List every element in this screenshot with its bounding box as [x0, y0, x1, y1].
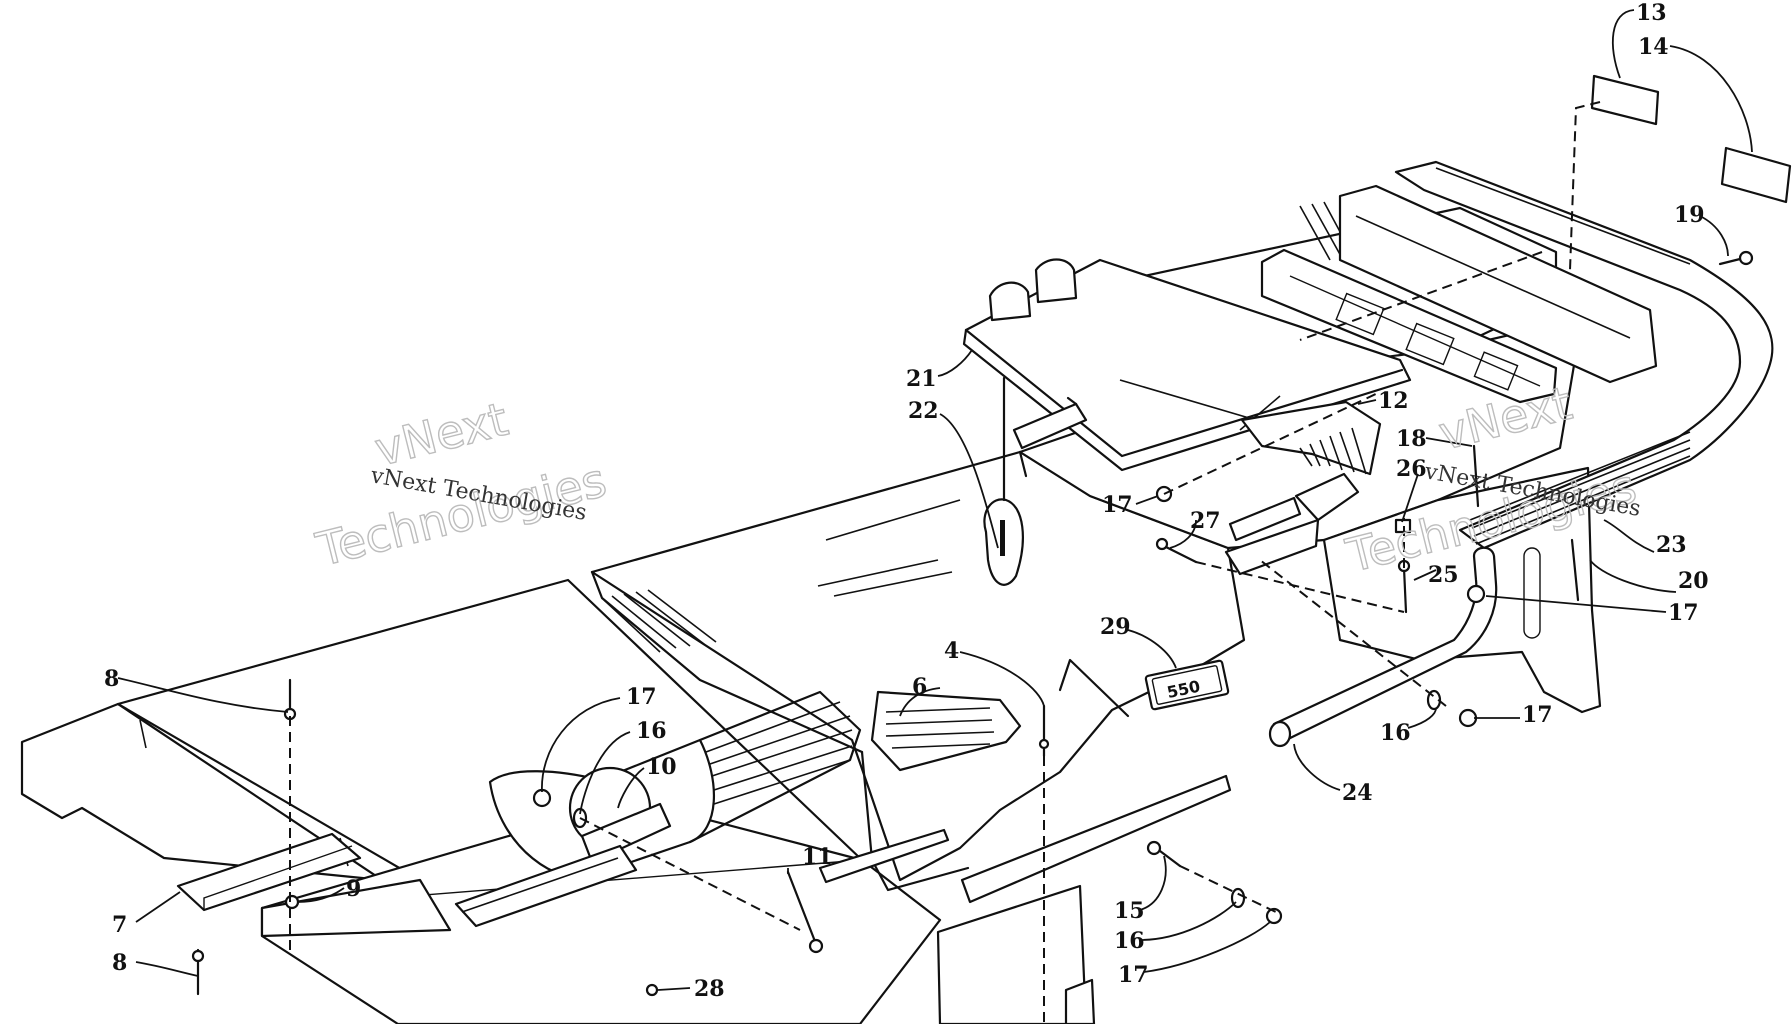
- callout-19: 19: [1674, 202, 1705, 228]
- callout-16-lower: 16: [1114, 928, 1145, 954]
- callout-17-rear-tray: 17: [1102, 492, 1133, 518]
- callout-18: 18: [1396, 426, 1427, 452]
- callout-26: 26: [1396, 456, 1427, 482]
- left-bottom-panel: [260, 878, 452, 938]
- callout-29: 29: [1100, 614, 1131, 640]
- fasteners: [191, 250, 1754, 997]
- callout-16-handle: 16: [1380, 720, 1411, 746]
- callout-8-upper: 8: [104, 666, 119, 692]
- callout-9: 9: [346, 876, 361, 902]
- callout-14: 14: [1638, 34, 1669, 60]
- center-console: [590, 450, 1246, 892]
- assembly-lines: [289, 101, 1601, 1024]
- callout-17-handle: 17: [1522, 702, 1553, 728]
- plug-grommet: [983, 498, 1024, 586]
- rear-bumper: [1299, 160, 1774, 550]
- callout-23: 23: [1656, 532, 1687, 558]
- callout-12: 12: [1378, 388, 1409, 414]
- callout-6: 6: [912, 674, 927, 700]
- callout-24: 24: [1342, 780, 1373, 806]
- decals: [1590, 74, 1792, 204]
- watermark-left: vNext Technologies vNext Technologies: [310, 391, 612, 578]
- callout-11: 11: [802, 844, 833, 870]
- console-storage-lid: [1012, 396, 1088, 450]
- callout-leaders: [117, 9, 1753, 991]
- callout-21: 21: [906, 366, 937, 392]
- callout-13: 13: [1636, 0, 1667, 26]
- console-side-fairing: [870, 690, 1022, 772]
- callout-16-duct: 16: [636, 718, 667, 744]
- callout-17-duct: 17: [626, 684, 657, 710]
- foot-rest-bracket: [176, 832, 362, 912]
- callout-15: 15: [1114, 898, 1145, 924]
- spacer-block: [1228, 496, 1302, 542]
- callout-25: 25: [1428, 562, 1459, 588]
- callout-8-lower: 8: [112, 950, 127, 976]
- callout-7: 7: [112, 912, 127, 938]
- air-intake-duct: [454, 690, 862, 928]
- callout-17-bumper: 17: [1668, 600, 1699, 626]
- callout-20: 20: [1678, 568, 1709, 594]
- model-emblem: 550: [1144, 659, 1230, 711]
- callout-4: 4: [944, 638, 959, 664]
- hitch-bracket: [1224, 472, 1360, 576]
- callout-17-lower: 17: [1118, 962, 1149, 988]
- grab-handle-tube: [1268, 546, 1498, 748]
- heat-deflector-plate: [1240, 400, 1382, 476]
- callout-22: 22: [908, 398, 939, 424]
- watermark-big-line1: vNext: [370, 392, 513, 477]
- seat-frame-bracket: [1260, 184, 1658, 404]
- callout-numbers: 13 14 19 21 22 12 18 26 17 27 23 20 25 1…: [104, 0, 1709, 1002]
- callout-10: 10: [646, 754, 677, 780]
- step-rail: [818, 774, 1232, 1024]
- callout-27: 27: [1190, 508, 1221, 534]
- callout-28: 28: [694, 976, 725, 1002]
